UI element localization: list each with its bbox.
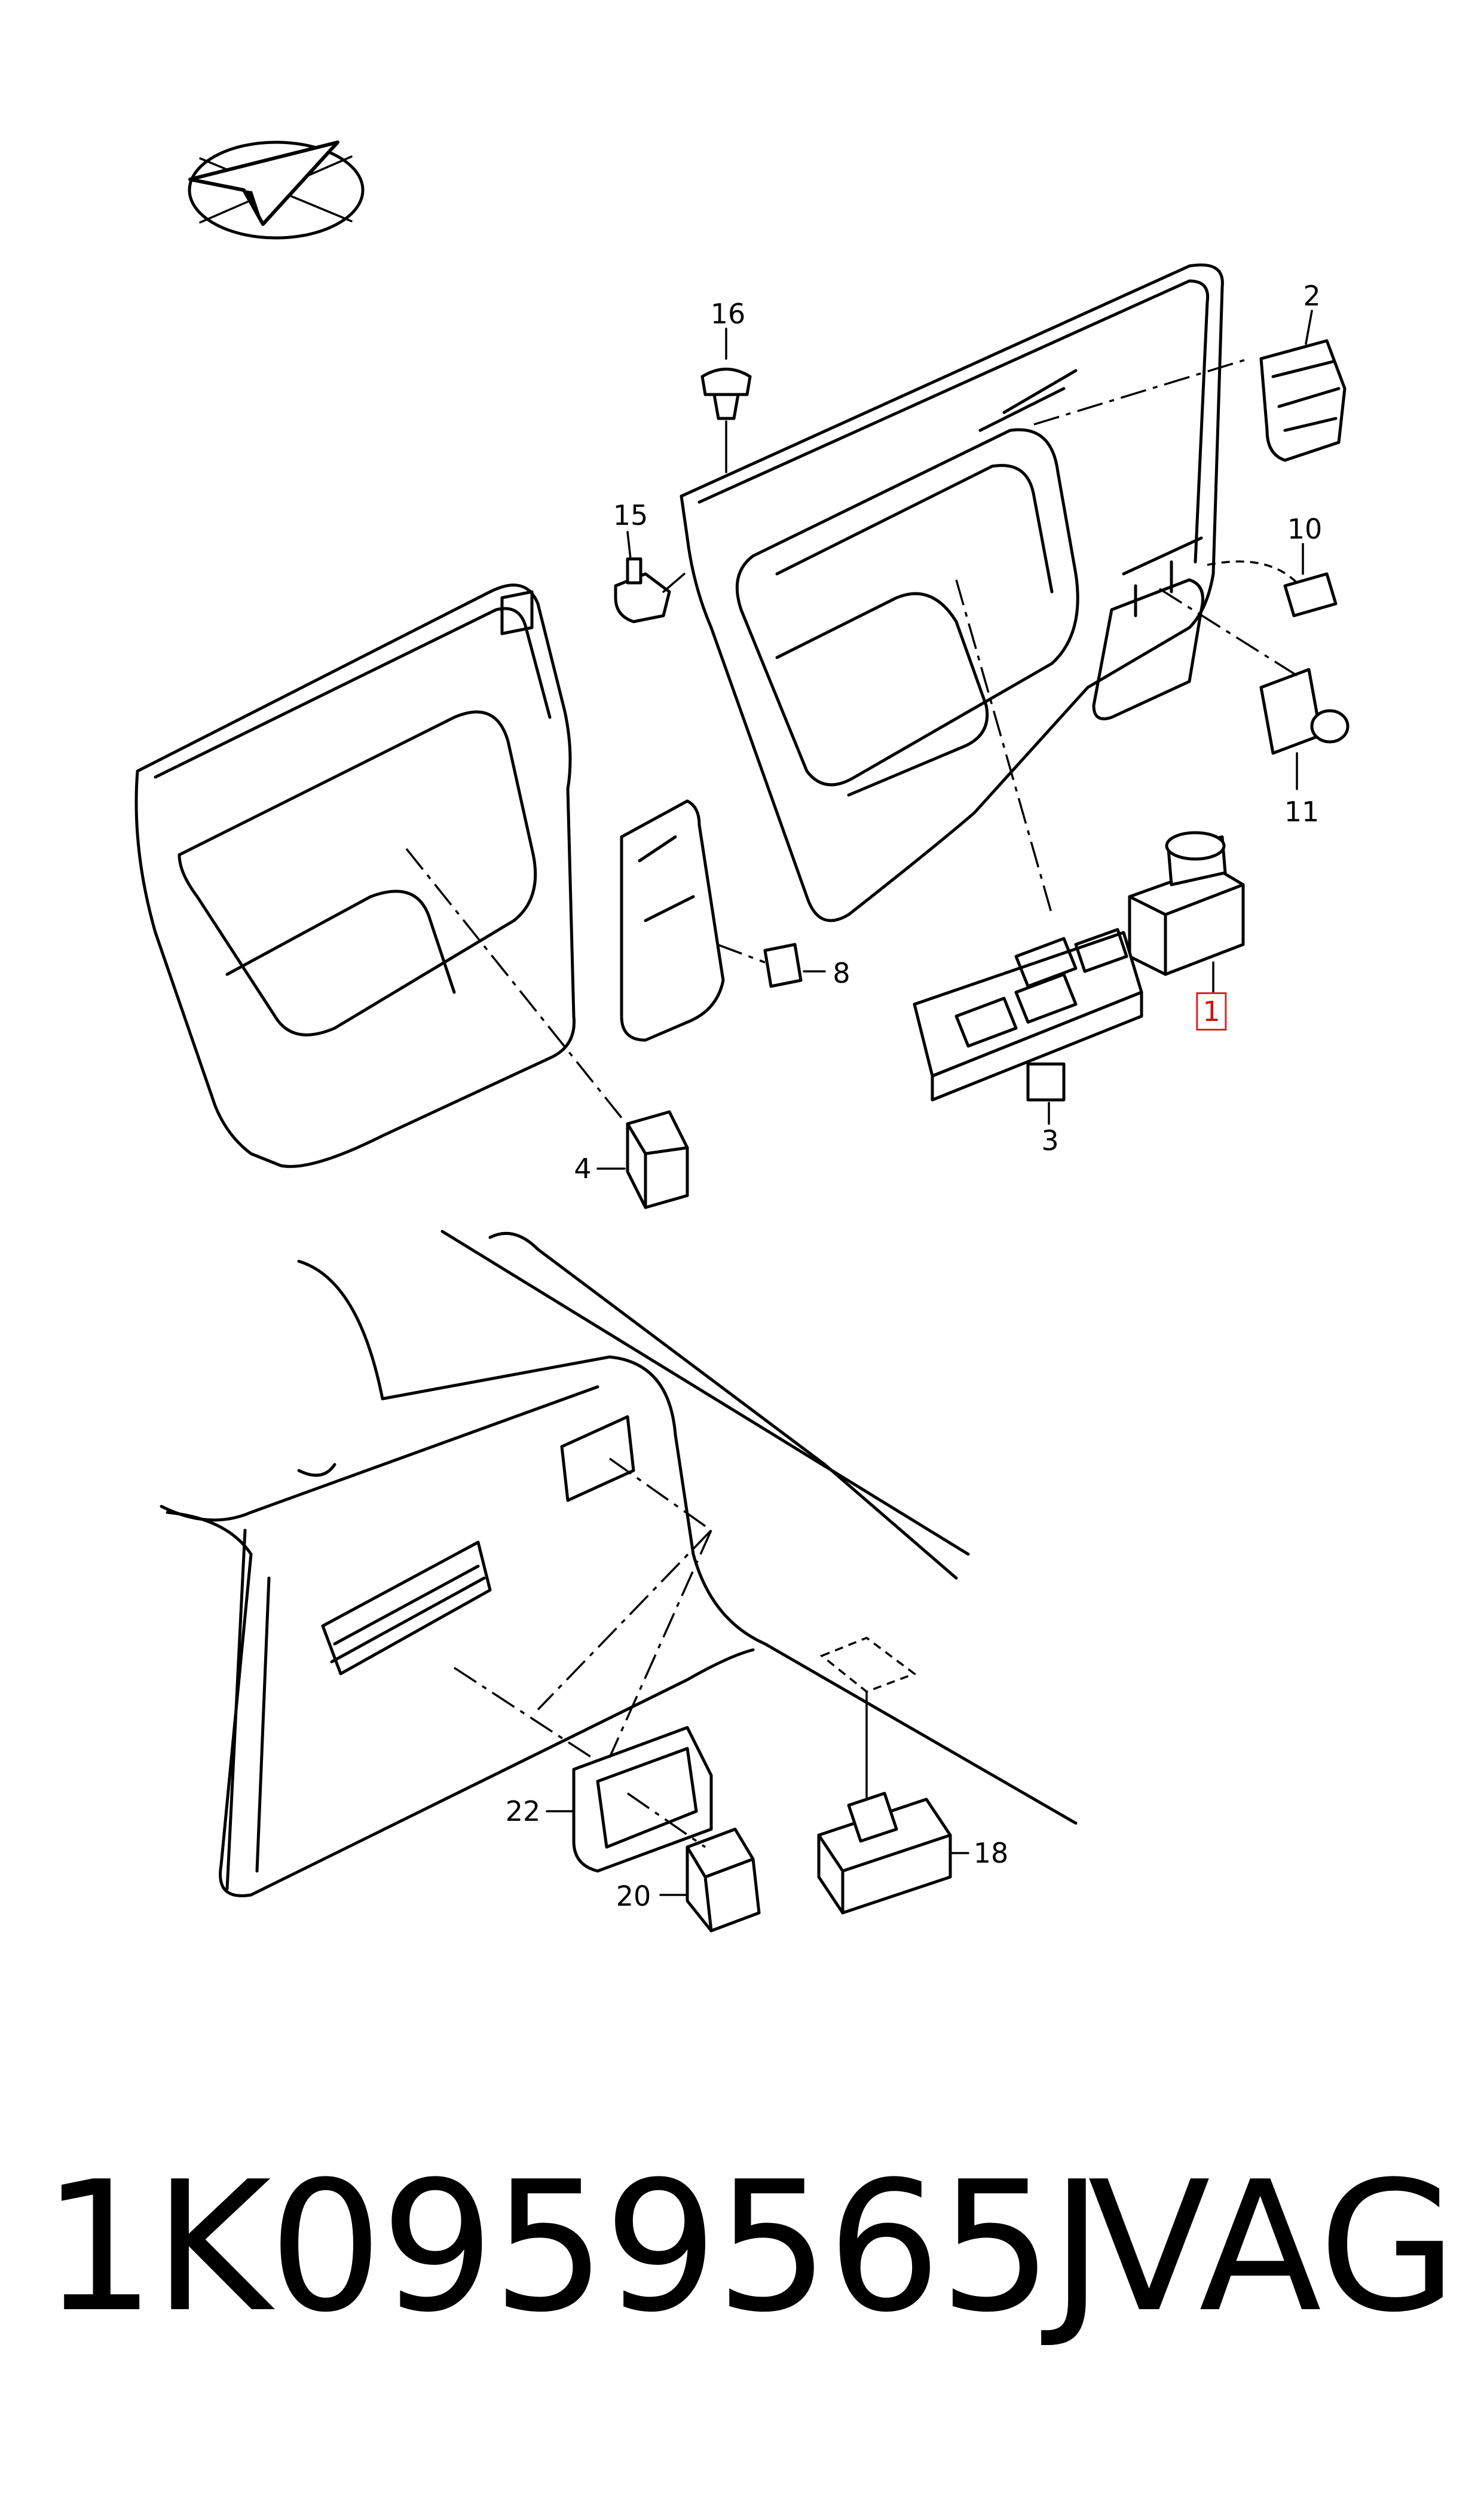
part-3-switch-block-shape bbox=[913, 928, 1143, 1102]
part-15-retainer-shape bbox=[614, 557, 671, 623]
part-16-clip-shape bbox=[700, 368, 752, 420]
part-10-switch-shape bbox=[1283, 572, 1338, 617]
callout-20[interactable]: 20 bbox=[616, 1880, 651, 1912]
callout-ticks bbox=[546, 310, 1313, 1896]
callout-3[interactable]: 3 bbox=[1041, 1124, 1059, 1157]
part-11-switch-shape bbox=[1259, 668, 1350, 755]
callout-8[interactable]: 8 bbox=[833, 957, 850, 989]
callout-22[interactable]: 22 bbox=[505, 1795, 541, 1827]
leader-lines bbox=[405, 357, 1298, 1848]
callout-16[interactable]: 16 bbox=[710, 298, 746, 330]
part-4-switch-shape bbox=[626, 1110, 689, 1209]
callout-2[interactable]: 2 bbox=[1303, 280, 1321, 312]
callout-1[interactable]: 1 bbox=[1196, 992, 1227, 1031]
pillar-trim bbox=[620, 799, 725, 1042]
brand-name: VAG bbox=[1088, 2143, 1458, 2352]
part-8-switch-shape bbox=[763, 943, 803, 988]
part-20-switch-shape bbox=[686, 1827, 761, 1933]
part-2-switch-shape bbox=[1259, 339, 1347, 462]
part-18-bracket-shape bbox=[817, 1792, 952, 1915]
part-1-mirror-switch-shape bbox=[1128, 831, 1245, 976]
callout-15[interactable]: 15 bbox=[613, 499, 648, 531]
callout-11[interactable]: 11 bbox=[1284, 796, 1320, 828]
vehicle-interior bbox=[160, 1230, 1078, 1897]
callout-10[interactable]: 10 bbox=[1287, 513, 1323, 545]
orientation-arrow-icon bbox=[188, 140, 365, 240]
front-door-trim-panel bbox=[680, 263, 1224, 922]
part-22-bezel-shape bbox=[572, 1726, 713, 1873]
part-number: 1K0959565J bbox=[42, 2143, 1103, 2352]
rear-door-trim-panel bbox=[134, 583, 576, 1168]
callout-18[interactable]: 18 bbox=[973, 1837, 1009, 1869]
callout-4[interactable]: 4 bbox=[574, 1152, 592, 1185]
